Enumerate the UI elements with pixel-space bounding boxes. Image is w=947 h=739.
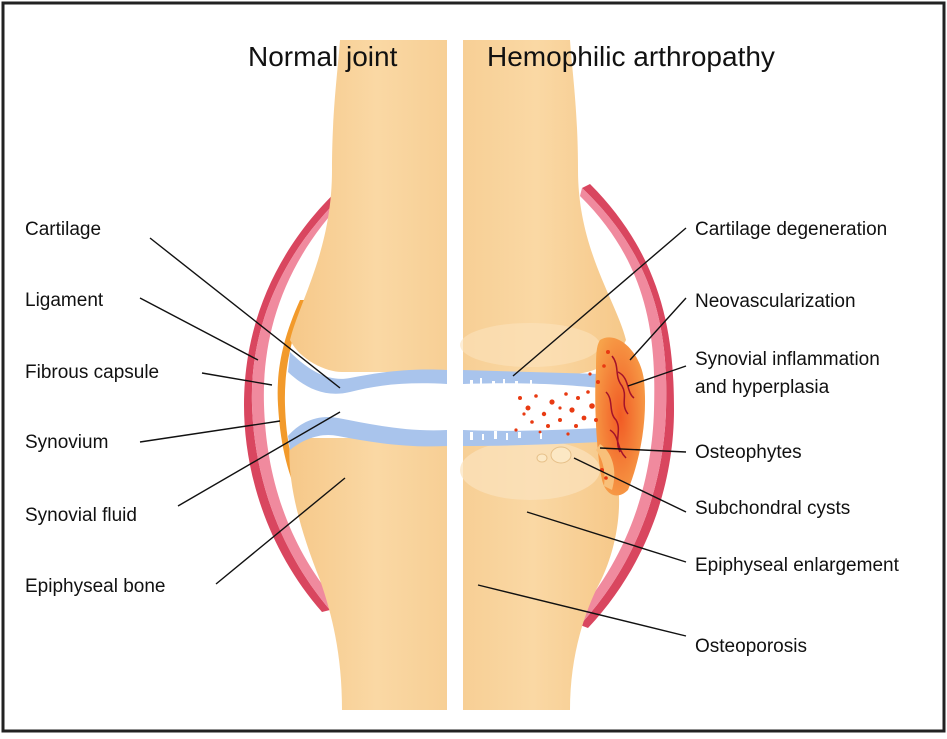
title-normal-joint: Normal joint xyxy=(248,41,398,72)
leader-ligament xyxy=(140,298,258,360)
epiphysis-highlight xyxy=(460,440,600,500)
label-osteoporosis: Osteoporosis xyxy=(695,636,807,657)
label-synovium: Synovium xyxy=(25,432,108,453)
title-hemophilic-arthropathy: Hemophilic arthropathy xyxy=(487,41,775,72)
epiphysis-highlight-upper xyxy=(460,323,600,367)
label-synovial-inflammation-2: and hyperplasia xyxy=(695,377,830,398)
label-epiphyseal-enlargement: Epiphyseal enlargement xyxy=(695,555,900,576)
label-fibrous-capsule: Fibrous capsule xyxy=(25,362,159,383)
label-cartilage: Cartilage xyxy=(25,219,101,240)
upper-bone-left xyxy=(290,40,447,372)
label-osteophytes: Osteophytes xyxy=(695,442,802,463)
label-subchondral-cysts: Subchondral cysts xyxy=(695,498,850,519)
label-cartilage-degeneration: Cartilage degeneration xyxy=(695,219,887,240)
label-neovascularization: Neovascularization xyxy=(695,291,856,312)
label-synovial-fluid: Synovial fluid xyxy=(25,505,137,526)
label-epiphyseal-bone: Epiphyseal bone xyxy=(25,576,166,597)
label-ligament: Ligament xyxy=(25,290,104,311)
subchondral-cyst-small xyxy=(537,454,547,462)
label-synovial-inflammation-1: Synovial inflammation xyxy=(695,349,880,370)
subchondral-cyst-large xyxy=(551,447,571,463)
